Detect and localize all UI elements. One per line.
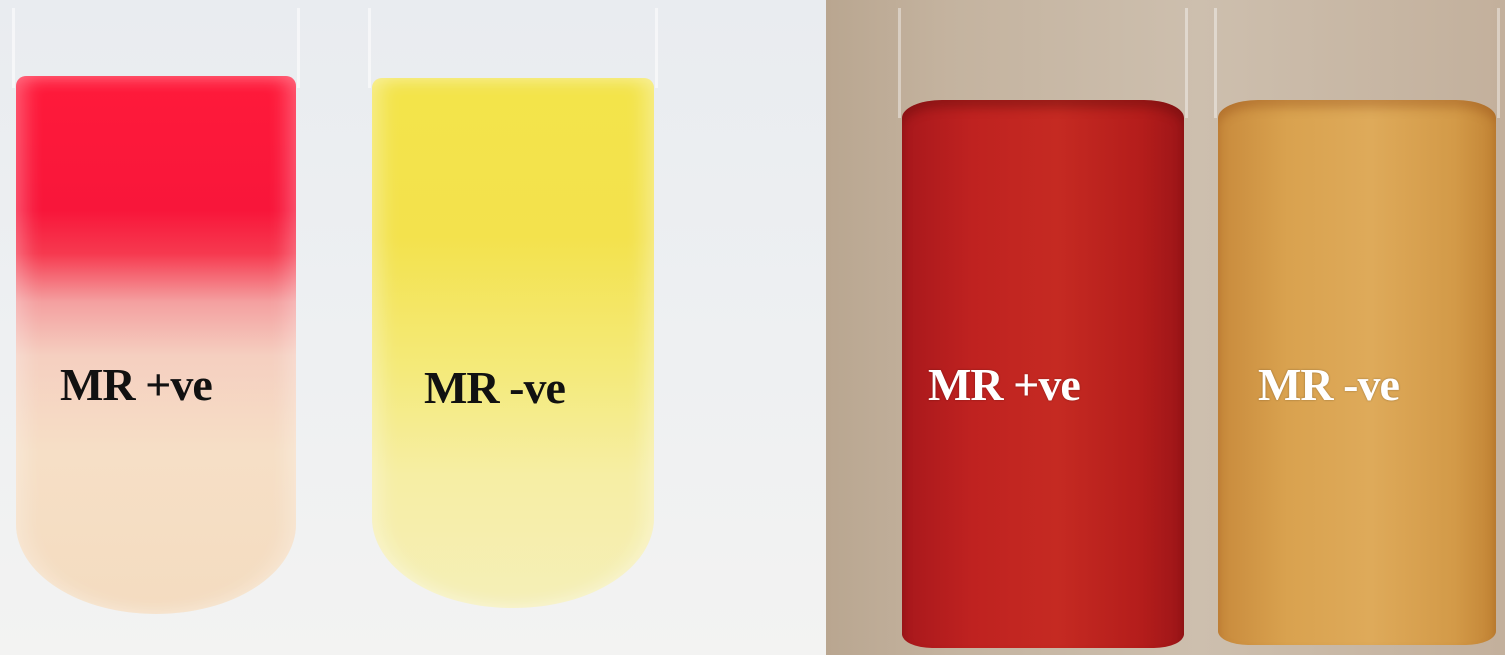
vial-label: MR +ve <box>928 359 1081 410</box>
left-photo-panel: MR +ve MR -ve <box>0 0 826 655</box>
vial-label: MR -ve <box>1258 359 1400 410</box>
tube-label: MR -ve <box>424 362 566 413</box>
vial-mr-positive <box>902 100 1184 648</box>
vial-glass-rim <box>898 8 1188 118</box>
tube-glass-rim <box>12 8 300 88</box>
tube-mr-positive <box>16 76 296 614</box>
tube-label: MR +ve <box>60 359 213 410</box>
right-photo-panel: MR +ve MR -ve <box>826 0 1505 655</box>
vial-glass-rim <box>1214 8 1500 118</box>
tube-glass-rim <box>368 8 658 88</box>
tube-mr-negative <box>372 78 654 608</box>
vial-mr-negative <box>1218 100 1496 645</box>
